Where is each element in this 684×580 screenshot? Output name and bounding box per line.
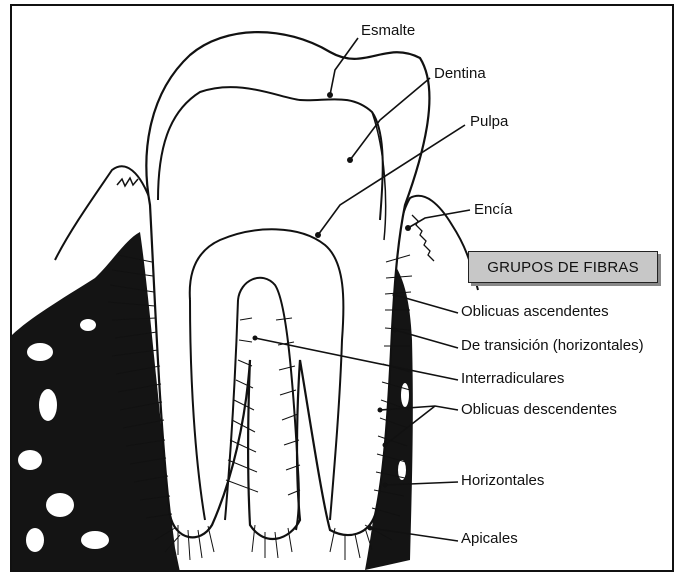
label-de-transicion: De transición (horizontales) xyxy=(461,337,644,354)
gingiva-left xyxy=(55,166,160,265)
label-dentina: Dentina xyxy=(434,65,486,82)
label-encia: Encía xyxy=(474,201,512,218)
label-pulpa: Pulpa xyxy=(470,113,508,130)
label-interradiculares: Interradiculares xyxy=(461,370,564,387)
fiber-groups-header: GRUPOS DE FIBRAS xyxy=(487,259,639,276)
label-oblicuas-descendentes: Oblicuas descendentes xyxy=(461,401,617,418)
gingiva-right-fibers xyxy=(412,215,434,261)
label-esmalte: Esmalte xyxy=(361,22,415,39)
label-horizontales: Horizontales xyxy=(461,472,544,489)
label-apicales: Apicales xyxy=(461,530,518,547)
label-oblicuas-ascendentes: Oblicuas ascendentes xyxy=(461,303,609,320)
leader-encia xyxy=(408,210,470,228)
fiber-groups-header-box: GRUPOS DE FIBRAS xyxy=(468,251,658,283)
gingiva-left-fibers xyxy=(117,178,138,186)
